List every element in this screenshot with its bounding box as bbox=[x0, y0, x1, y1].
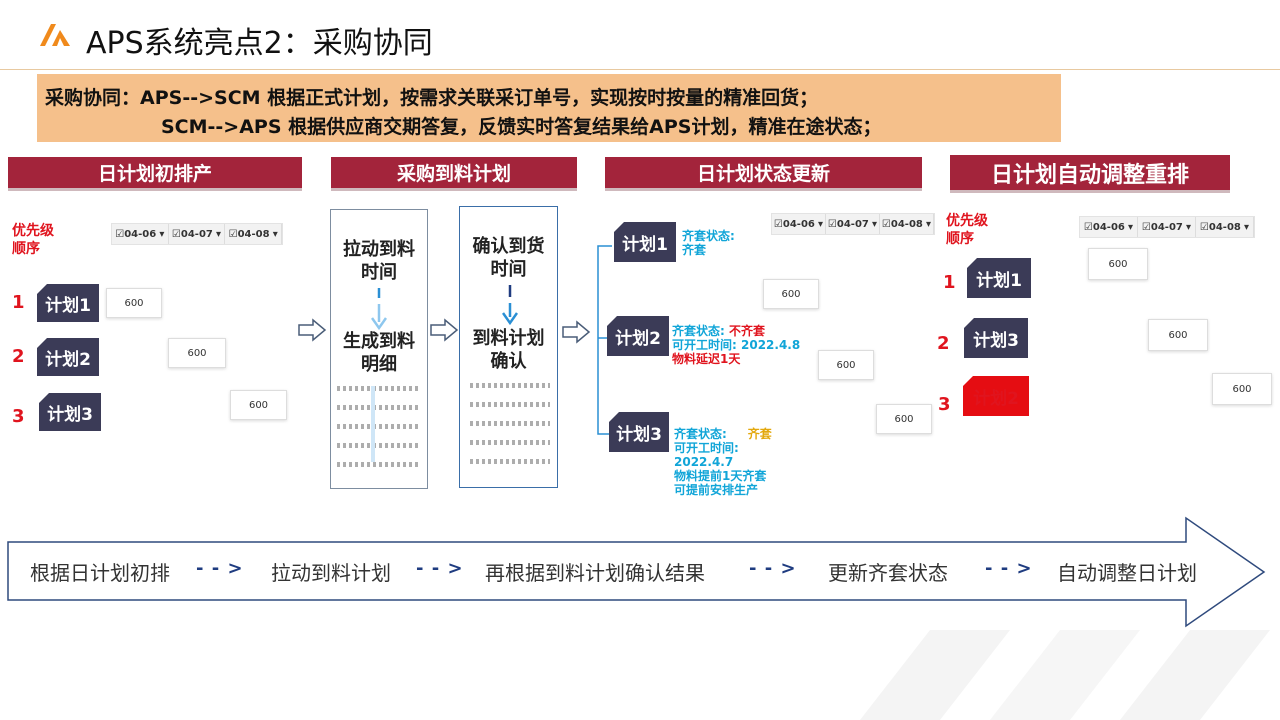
next-arrow-icon bbox=[430, 318, 459, 342]
date-col[interactable]: ☑ 04-07 ▾ bbox=[169, 224, 226, 244]
dashed-arrow-icon: - - > bbox=[749, 558, 797, 579]
quantity-cell: 600 bbox=[168, 338, 226, 368]
quantity-cell: 600 bbox=[876, 404, 932, 434]
aps-logo-icon bbox=[40, 24, 70, 46]
plan-tag: 计划3 bbox=[964, 318, 1028, 358]
date-col[interactable]: ☑ 04-07 ▾ bbox=[826, 214, 880, 234]
priority-label-line2: 顺序 bbox=[12, 241, 40, 257]
priority-number: 1 bbox=[943, 272, 956, 293]
flow-step-3: 再根据到料计划确认结果 bbox=[485, 561, 705, 585]
date-col[interactable]: ☑ 04-08 ▾ bbox=[1196, 217, 1254, 237]
section-header-status-update: 日计划状态更新 bbox=[605, 157, 922, 191]
date-header: ☑ 04-06 ▾ ☑ 04-07 ▾ ☑ 04-08 ▾ bbox=[771, 213, 935, 235]
priority-number: 1 bbox=[12, 292, 25, 313]
confirm-material-panel: 确认到货时间 到料计划确认 bbox=[459, 206, 558, 488]
priority-number: 2 bbox=[937, 333, 950, 354]
date-col[interactable]: ☑ 04-06 ▾ bbox=[1080, 217, 1138, 237]
priority-label: 优先级 顺序 bbox=[946, 212, 988, 248]
date-col[interactable]: ☑ 04-08 ▾ bbox=[880, 214, 934, 234]
quantity-cell: 600 bbox=[763, 279, 819, 309]
plan3-status: 齐套状态: 齐套 可开工时间: 2022.4.7 物料提前1天齐套 可提前安排生… bbox=[674, 427, 772, 497]
plan-tag-highlight: 计划2 bbox=[963, 376, 1029, 416]
confirm-plan-label: 到料计划确认 bbox=[472, 328, 545, 372]
watermark-decoration bbox=[860, 630, 1270, 720]
down-arrow-icon bbox=[371, 288, 387, 331]
section-header-material-plan: 采购到料计划 bbox=[331, 157, 577, 191]
date-header: ☑ 04-06 ▾ ☑ 04-07 ▾ ☑ 04-08 ▾ bbox=[1079, 216, 1255, 238]
priority-number: 3 bbox=[938, 394, 951, 415]
summary-banner: 采购协同：APS-->SCM 根据正式计划，按需求关联采订单号，实现按时按量的精… bbox=[37, 74, 1061, 142]
plan-tag: 计划2 bbox=[607, 316, 669, 356]
confirm-arrival-label: 确认到货时间 bbox=[472, 236, 545, 280]
date-col[interactable]: ☑ 04-08 ▾ bbox=[225, 224, 283, 244]
dashed-arrow-icon: - - > bbox=[416, 558, 464, 579]
plan-tag: 计划1 bbox=[614, 222, 676, 262]
date-col[interactable]: ☑ 04-07 ▾ bbox=[1138, 217, 1196, 237]
plan-tag: 计划2 bbox=[37, 338, 99, 376]
flow-step-2: 拉动到料计划 bbox=[271, 561, 391, 585]
quantity-cell: 600 bbox=[818, 350, 874, 380]
quantity-cell: 600 bbox=[106, 288, 162, 318]
page-title: APS系统亮点2：采购协同 bbox=[86, 26, 433, 61]
priority-label: 优先级 顺序 bbox=[12, 222, 54, 258]
next-arrow-icon bbox=[298, 318, 327, 342]
generate-detail-label: 生成到料明细 bbox=[343, 331, 415, 375]
section-header-initial-schedule: 日计划初排产 bbox=[8, 157, 302, 191]
date-col[interactable]: ☑ 04-06 ▾ bbox=[112, 224, 169, 244]
plan-tag: 计划1 bbox=[967, 258, 1031, 298]
material-confirm-table bbox=[470, 383, 550, 464]
down-arrow-icon bbox=[502, 285, 518, 326]
process-flow-arrow bbox=[7, 516, 1266, 628]
priority-label-line2: 顺序 bbox=[946, 231, 974, 247]
date-header: ☑ 04-06 ▾ ☑ 04-07 ▾ ☑ 04-08 ▾ bbox=[111, 223, 283, 245]
quantity-cell: 600 bbox=[1212, 373, 1272, 405]
dashed-arrow-icon: - - > bbox=[196, 558, 244, 579]
plan1-status: 齐套状态: 齐套 bbox=[682, 229, 735, 257]
quantity-cell: 600 bbox=[1088, 248, 1148, 280]
flow-step-1: 根据日计划初排 bbox=[30, 561, 170, 585]
priority-number: 3 bbox=[12, 406, 25, 427]
priority-label-line1: 优先级 bbox=[12, 223, 54, 239]
date-col[interactable]: ☑ 04-06 ▾ bbox=[772, 214, 826, 234]
material-detail-table bbox=[337, 386, 421, 467]
pull-material-panel: 拉动到料时间 生成到料明细 bbox=[330, 209, 428, 489]
plan-tag: 计划3 bbox=[609, 412, 669, 452]
banner-line-1: 采购协同：APS-->SCM 根据正式计划，按需求关联采订单号，实现按时按量的精… bbox=[45, 87, 819, 109]
plan-tag: 计划3 bbox=[39, 393, 101, 431]
section-header-auto-reschedule: 日计划自动调整重排 bbox=[950, 155, 1230, 193]
title-bar bbox=[0, 0, 1280, 70]
next-arrow-icon bbox=[562, 320, 591, 344]
priority-label-line1: 优先级 bbox=[946, 213, 988, 229]
flow-step-5: 自动调整日计划 bbox=[1057, 561, 1197, 585]
banner-line-2: SCM-->APS 根据供应商交期答复，反馈实时答复结果给APS计划，精准在途状… bbox=[161, 116, 882, 138]
priority-number: 2 bbox=[12, 346, 25, 367]
plan-tag: 计划1 bbox=[37, 284, 99, 322]
quantity-cell: 600 bbox=[1148, 319, 1208, 351]
pull-time-label: 拉动到料时间 bbox=[343, 239, 415, 283]
plan2-status: 齐套状态: 不齐套 可开工时间: 2022.4.8 物料延迟1天 bbox=[672, 324, 801, 366]
quantity-cell: 600 bbox=[230, 390, 287, 420]
dashed-arrow-icon: - - > bbox=[985, 558, 1033, 579]
flow-step-4: 更新齐套状态 bbox=[828, 561, 948, 585]
